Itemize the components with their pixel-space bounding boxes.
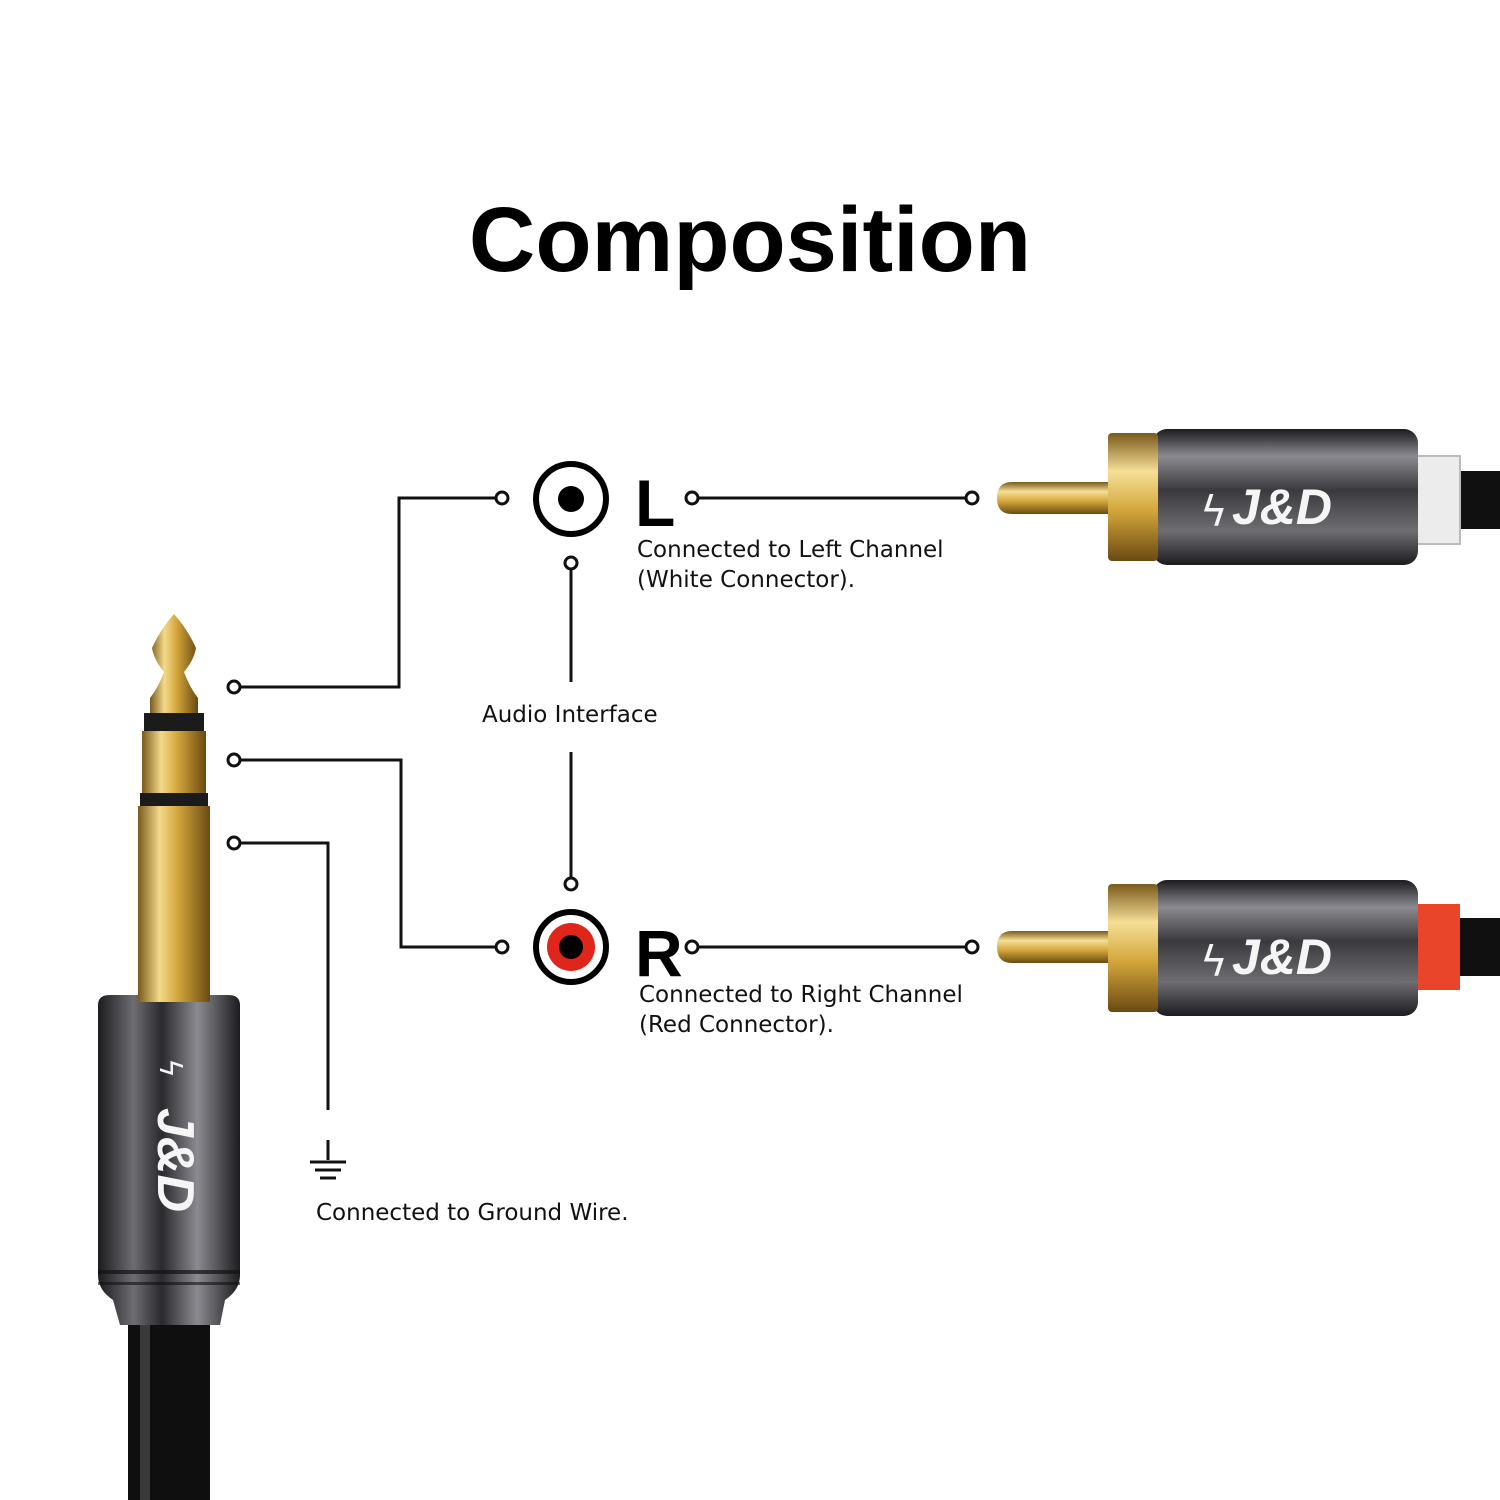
trs-tip bbox=[150, 614, 198, 713]
ring-to-right-line bbox=[234, 758, 497, 949]
trs-ring bbox=[142, 731, 206, 793]
rca-left-white-ring bbox=[1415, 456, 1460, 544]
trs-plug: J&D ϟ bbox=[98, 614, 240, 1500]
rca-right-collar bbox=[1108, 884, 1158, 1012]
left-jack-node bbox=[494, 490, 510, 506]
left-label-node bbox=[684, 490, 700, 506]
rca-left-collar bbox=[1108, 433, 1158, 561]
rca-left-pin bbox=[997, 482, 1108, 514]
trs-tip-insulator bbox=[144, 713, 204, 731]
sleeve-to-ground-line bbox=[234, 841, 330, 1110]
rca-right-lightning-icon: ϟ bbox=[1200, 937, 1228, 986]
rca-plug-right: ϟ J&D bbox=[997, 880, 1500, 1016]
right-channel-line2: (Red Connector). bbox=[639, 1012, 834, 1038]
audio-interface-top-node bbox=[563, 555, 579, 571]
audio-interface-bottom-node bbox=[563, 876, 579, 892]
trs-barrel bbox=[98, 995, 240, 1325]
trs-ring-insulator bbox=[140, 793, 208, 806]
trs-lightning-icon: ϟ bbox=[152, 1058, 187, 1078]
trs-sleeve bbox=[138, 806, 210, 1002]
rca-plug-left: ϟ J&D bbox=[997, 429, 1500, 565]
rca-right-red-ring bbox=[1415, 904, 1460, 990]
right-jack-icon bbox=[533, 909, 609, 985]
left-channel-line2: (White Connector). bbox=[637, 567, 856, 593]
left-rca-node bbox=[964, 490, 980, 506]
left-channel-line1: Connected to Left Channel bbox=[637, 537, 944, 563]
right-rca-node bbox=[964, 939, 980, 955]
line-nodes bbox=[226, 490, 980, 955]
rca-left-body bbox=[1153, 429, 1418, 565]
page-title: Composition bbox=[468, 189, 1032, 291]
trs-brand-logo: J&D bbox=[146, 1108, 204, 1212]
rca-right-brand-logo: J&D bbox=[1232, 929, 1332, 985]
left-jack-icon bbox=[533, 461, 609, 537]
ground-icon bbox=[310, 1140, 346, 1180]
ground-label: Connected to Ground Wire. bbox=[316, 1200, 629, 1226]
rca-left-cable bbox=[1455, 471, 1500, 529]
rca-left-lightning-icon: ϟ bbox=[1200, 487, 1228, 536]
ring-node bbox=[226, 752, 242, 768]
right-label-node bbox=[684, 939, 700, 955]
rca-left-brand-logo: J&D bbox=[1232, 479, 1332, 535]
right-channel-letter: R bbox=[635, 916, 683, 990]
tip-node bbox=[226, 679, 242, 695]
rca-right-pin bbox=[997, 931, 1108, 963]
rca-right-cable bbox=[1455, 918, 1500, 976]
audio-interface-label: Audio Interface bbox=[482, 702, 658, 728]
connection-lines bbox=[234, 496, 970, 1110]
tip-to-left-line bbox=[234, 496, 497, 689]
left-channel-letter: L bbox=[635, 466, 676, 540]
right-jack-node bbox=[494, 939, 510, 955]
right-channel-line1: Connected to Right Channel bbox=[639, 982, 963, 1008]
rca-right-body bbox=[1153, 880, 1418, 1016]
sleeve-node bbox=[226, 835, 242, 851]
